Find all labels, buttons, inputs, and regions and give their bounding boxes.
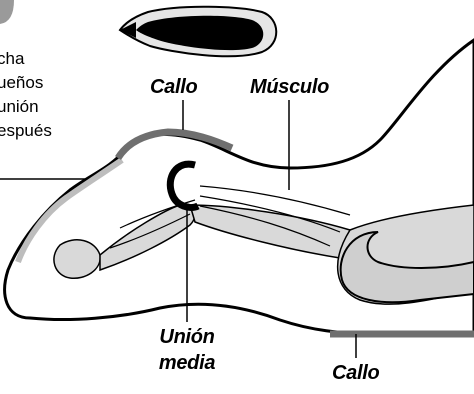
side-text-line-4: espués — [0, 119, 52, 143]
label-media: media — [159, 352, 215, 375]
side-text-line-3: unión — [0, 95, 39, 119]
label-callo-bottom: Callo — [332, 362, 379, 385]
side-text-line-1: cha — [0, 47, 24, 71]
side-text-line-2: ueños — [0, 71, 43, 95]
corner-box — [0, 0, 14, 24]
insole-icon — [120, 7, 276, 57]
label-union: Unión — [159, 326, 214, 349]
label-musculo: Músculo — [250, 76, 329, 99]
label-callo-top: Callo — [150, 76, 197, 99]
